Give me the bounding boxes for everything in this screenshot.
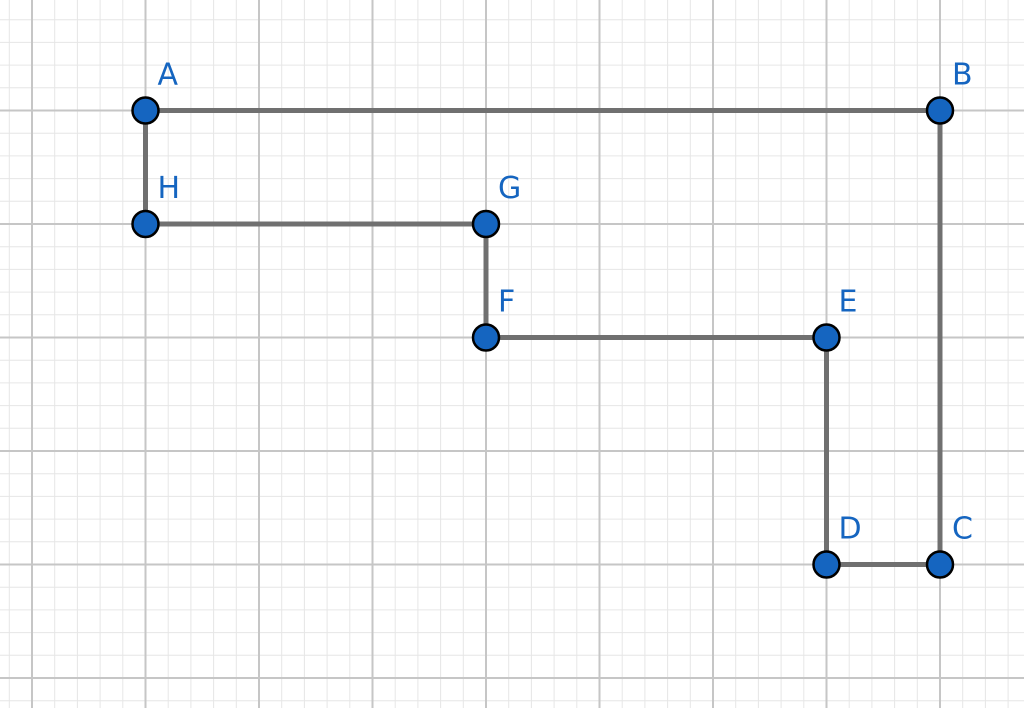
point-g[interactable]: [471, 209, 501, 239]
point-b[interactable]: [925, 96, 955, 125]
point-h[interactable]: [131, 209, 160, 239]
point-label-b: B: [952, 58, 973, 93]
polygon-vertices: [131, 96, 955, 579]
point-d[interactable]: [812, 550, 841, 579]
point-c[interactable]: [925, 550, 955, 579]
point-label-h: H: [158, 171, 181, 206]
point-label-g: G: [498, 171, 521, 206]
point-f[interactable]: [471, 323, 501, 352]
polygon-segments: [143, 108, 943, 567]
point-label-a: A: [158, 58, 179, 93]
point-a[interactable]: [131, 96, 160, 125]
point-label-c: C: [952, 512, 973, 547]
point-e[interactable]: [812, 323, 841, 352]
point-label-f: F: [498, 285, 515, 320]
vertex-labels: A B C D E F G H: [158, 58, 973, 547]
point-label-e: E: [839, 285, 858, 320]
point-label-d: D: [839, 512, 862, 547]
